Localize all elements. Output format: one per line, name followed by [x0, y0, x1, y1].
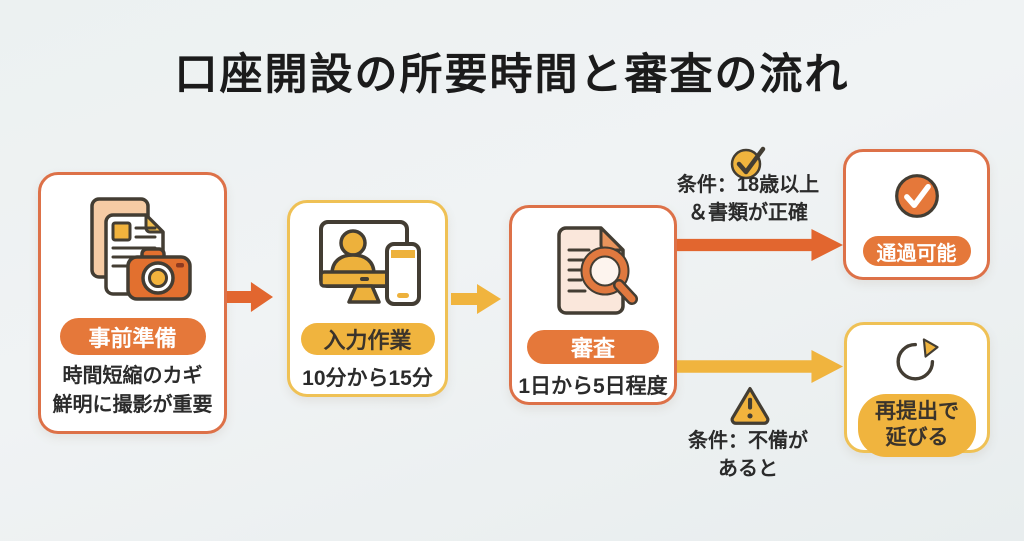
step-preparation-badge: 事前準備	[59, 318, 206, 355]
documents-camera-icon	[89, 197, 192, 301]
step-review-desc-line1: 1日から5日程度	[518, 374, 668, 398]
page-title: 口座開設の所要時間と審査の流れ	[174, 51, 850, 99]
pass-condition-line1: 条件：18歳以上	[676, 174, 820, 196]
step-review-desc: 1日から5日程度	[518, 372, 667, 402]
step-preparation-desc: 時間短縮のカギ 鮮明に撮影が重要	[53, 362, 213, 420]
pass-condition-text: 条件：18歳以上 ＆書類が正確	[655, 172, 841, 227]
warning-triangle-icon	[726, 384, 774, 431]
flow-arrow-2-icon	[451, 284, 501, 314]
check-circle-yellow-icon	[727, 142, 771, 187]
document-magnifier-icon	[539, 217, 647, 326]
resubmit-condition-line1: 条件：不備が	[688, 430, 808, 452]
resubmit-condition-text: 条件：不備が あると	[655, 428, 841, 483]
step-input-desc-line1: 10分から15分	[302, 367, 433, 390]
flow-arrow-1-icon	[227, 282, 273, 312]
result-resubmit-line1: 再提出で	[875, 400, 959, 423]
resubmit-arrow-icon	[677, 350, 843, 383]
result-resubmit-line2: 延びる	[885, 426, 949, 450]
warning-triangle-icon	[730, 386, 770, 425]
step-preparation-desc-line1: 時間短縮のカギ	[62, 365, 203, 387]
step-input-badge: 入力作業	[300, 323, 435, 355]
monitor-person-phone-icon	[318, 220, 421, 306]
pass-condition-line2: ＆書類が正確	[688, 201, 808, 224]
monitor-person-phone-icon	[307, 216, 429, 317]
pass-arrow-icon	[677, 229, 843, 261]
document-magnifier-icon	[557, 226, 638, 315]
step-input-desc: 10分から15分	[302, 364, 433, 394]
check-circle-orange-icon	[894, 174, 939, 218]
step-review-badge: 審査	[527, 330, 659, 364]
check-circle-orange-icon	[893, 172, 941, 225]
check-circle-yellow-icon	[730, 146, 766, 180]
result-pass-badge: 通過可能	[862, 236, 971, 266]
result-resubmit-badge: 再提出で 延びる	[858, 394, 976, 457]
refresh-icon	[892, 336, 942, 389]
step-preparation-card: 事前準備 時間短縮のカギ 鮮明に撮影が重要	[38, 172, 227, 434]
documents-camera-icon	[70, 193, 196, 312]
step-input-card: 入力作業 10分から15分	[287, 200, 448, 397]
result-pass-card: 通過可能	[843, 149, 990, 280]
step-review-card: 審査 1日から5日程度	[509, 205, 677, 405]
step-preparation-desc-line2: 鮮明に撮影が重要	[52, 394, 213, 416]
resubmit-condition-line2: あると	[718, 457, 778, 480]
result-resubmit-card: 再提出で 延びる	[844, 322, 990, 457]
refresh-icon	[896, 338, 939, 381]
